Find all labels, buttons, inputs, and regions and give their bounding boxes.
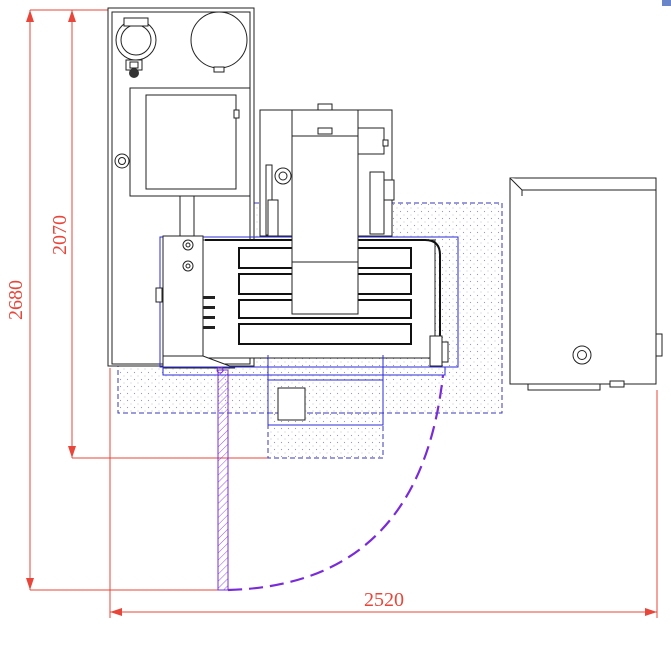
coolant-tank [509,177,663,391]
gauge-icon [114,153,130,169]
control-knob-icon [182,239,194,251]
drain-plug-icon [572,345,592,365]
dimension-label-2680: 2680 [5,280,27,320]
machine-base [162,355,446,426]
dimension-total-width: 2520 [109,368,658,618]
corner-mark [662,0,671,6]
dimension-total-height: 2680 [5,9,225,591]
work-table [159,135,459,368]
dimension-cabinet-height: 2070 [49,10,270,459]
control-knob-icon [182,260,194,272]
dimension-label-2520: 2520 [364,589,404,611]
door-swing [216,366,445,592]
pump-icon [115,17,157,78]
control-panel [155,235,236,369]
tank-icon [190,11,248,73]
spindle-motor-icon [274,167,292,185]
dimension-label-2070: 2070 [49,215,71,255]
